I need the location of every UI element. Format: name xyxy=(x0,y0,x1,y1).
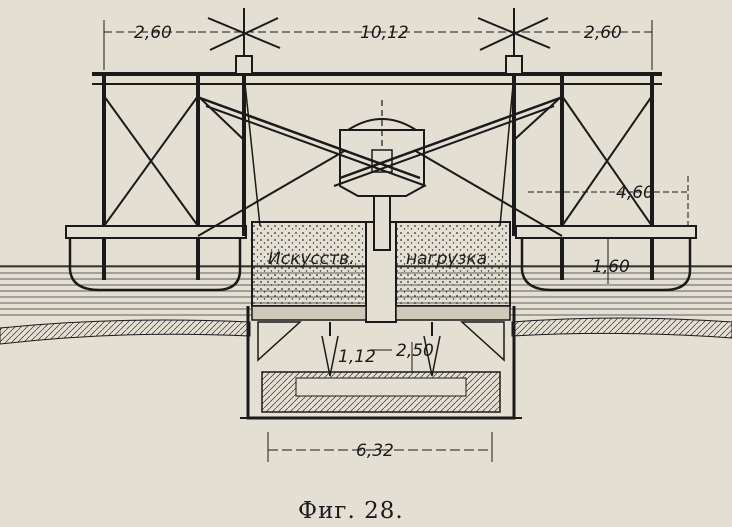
ballast-label-right: нагрузка xyxy=(406,249,487,269)
left-float-frame xyxy=(65,72,662,292)
dim-right-span: 2,60 xyxy=(584,23,622,43)
dimension-lines xyxy=(103,20,689,462)
seabed xyxy=(0,317,732,345)
dim-left-span: 2,60 xyxy=(134,23,172,43)
dim-pit-depth: 2,50 xyxy=(396,341,434,361)
right-float-frame xyxy=(512,74,697,292)
dim-right-height: 4,60 xyxy=(616,183,654,203)
dim-float-depth: 1,60 xyxy=(592,257,630,277)
ballast-label-left: Искусств. xyxy=(268,249,354,269)
winches xyxy=(207,8,551,227)
pit-supports xyxy=(257,321,505,377)
dim-pier-gap: 1,12 xyxy=(338,347,376,367)
foundation-pit xyxy=(240,306,522,420)
dim-center-span: 10,12 xyxy=(360,23,409,43)
figure-caption: Фиг. 28. xyxy=(298,498,404,524)
cross-bracing xyxy=(197,96,563,237)
dim-pit-width: 6,32 xyxy=(356,441,394,461)
